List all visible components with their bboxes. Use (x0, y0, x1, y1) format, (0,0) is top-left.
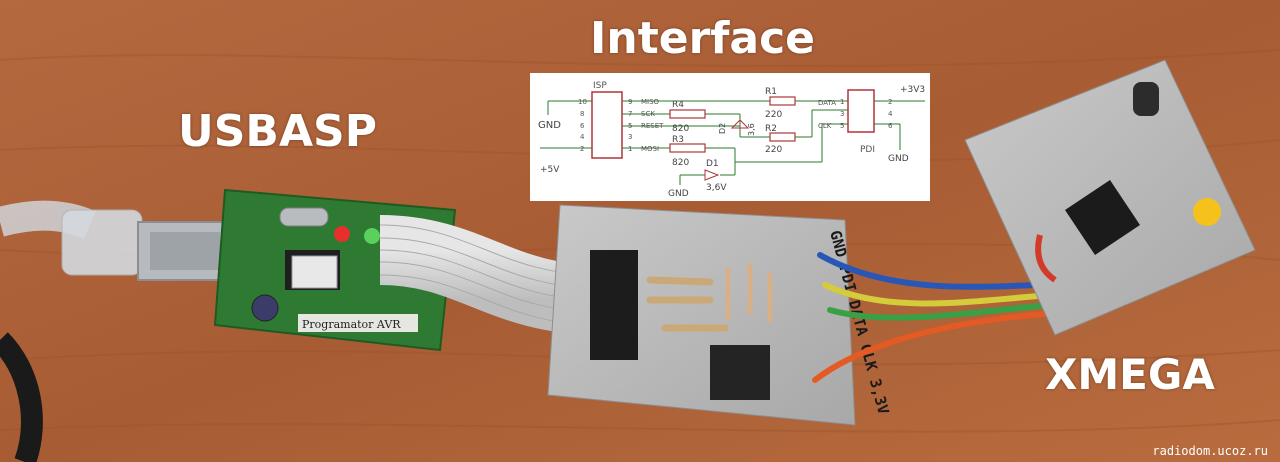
regulator (710, 345, 770, 400)
r3-label: R3 (672, 135, 684, 145)
r1-value: 220 (765, 110, 782, 120)
r2-label: R2 (765, 124, 777, 134)
isp-right-pin-4: 3 (628, 133, 632, 141)
d2-symbol (730, 119, 750, 129)
xmega-capacitor (1133, 82, 1159, 116)
d1-label: D1 (706, 159, 719, 169)
yellow-led (1193, 198, 1221, 226)
pdi-left-pin-2: 3 (840, 110, 844, 118)
plus3v3-label: +3V3 (900, 85, 925, 95)
usbasp-label: USBASP (178, 106, 377, 157)
green-led (364, 228, 380, 244)
isp-left-pin-5: 2 (580, 145, 584, 153)
r4-body (669, 109, 706, 119)
usb-plug-metal-shade (150, 232, 220, 270)
diodes (725, 262, 773, 323)
schematic-panel: ISP PDI (530, 73, 930, 201)
signal-mosi: MOSI (641, 145, 659, 153)
r2-value: 220 (765, 145, 782, 155)
r3-value: 820 (672, 158, 689, 168)
schematic-wires (540, 100, 925, 185)
gnd-left-label: GND (538, 120, 561, 131)
data-label: DATA (818, 99, 836, 107)
schematic-background (530, 73, 930, 201)
d1-value: 3,6V (706, 183, 727, 193)
d2-label: D2 (718, 123, 727, 134)
isp-left-pin-4: 4 (580, 133, 585, 141)
isp-title: ISP (593, 81, 607, 91)
xmega-label: XMEGA (1045, 350, 1215, 399)
signal-miso: MISO (641, 98, 660, 106)
gnd-bottom-label: GND (668, 189, 689, 199)
xmega-chip (1065, 180, 1140, 255)
usb-plug-body (61, 209, 143, 276)
watermark: radiodom.ucoz.ru (1152, 444, 1268, 458)
pdi-right-pin-2: 4 (888, 110, 893, 118)
gnd-right-label: GND (888, 154, 909, 164)
resistors (646, 276, 729, 332)
isp-right-pin-1: 9 (628, 98, 632, 106)
white-header (291, 255, 338, 289)
clk-label: CLK (818, 122, 832, 130)
isp-left-pin-3: 6 (580, 122, 585, 130)
pdi-left-pin-3: 5 (840, 122, 844, 130)
pdi-left-pin-1: 1 (840, 98, 844, 106)
plus5v-label: +5V (540, 165, 560, 175)
crystal (279, 207, 329, 227)
r1-label: R1 (765, 87, 777, 97)
isp-left-pin-1: 10 (578, 98, 587, 106)
r3-body (669, 143, 706, 153)
r4-value: 820 (672, 124, 689, 134)
pdi-header (847, 89, 875, 133)
d1-symbol (704, 169, 720, 181)
signal-reset: RESET (641, 122, 664, 130)
interface-label: Interface (590, 13, 816, 64)
isp-header (591, 91, 623, 159)
isp-left-pin-2: 8 (580, 110, 584, 118)
silk-label-box (298, 314, 418, 332)
r1-body (769, 96, 796, 106)
capacitor (251, 294, 279, 322)
pdi-title: PDI (860, 145, 875, 155)
red-wire-xmega (1035, 234, 1057, 283)
pdi-right-pin-3: 6 (888, 122, 893, 130)
schematic-resistors (669, 96, 796, 153)
r2-body (769, 132, 796, 142)
black-cable (0, 332, 43, 462)
idc-connector (590, 250, 638, 360)
isp-right-pin-3: 5 (628, 122, 632, 130)
r4-label: R4 (672, 100, 684, 110)
red-led (334, 226, 350, 242)
d2-value: 3,6 (747, 123, 756, 136)
pdi-right-pin-1: 2 (888, 98, 892, 106)
silk-label: Programator AVR (302, 318, 401, 331)
isp-right-pin-2: 7 (628, 110, 632, 118)
signal-sck: SCK (641, 110, 655, 118)
isp-right-pin-5: 1 (628, 145, 632, 153)
